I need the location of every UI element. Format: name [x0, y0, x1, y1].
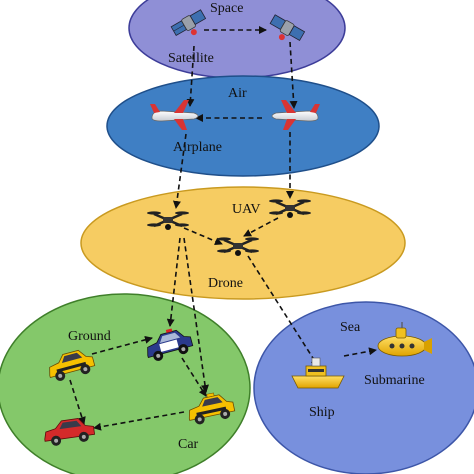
ground-layer: [0, 293, 251, 474]
uav-layer-label: UAV: [232, 202, 261, 217]
link-taxi-to-redcar: [93, 411, 185, 431]
link-drone-to-ship: [247, 255, 319, 367]
submarine-label: Submarine: [364, 373, 425, 388]
drone-icon: [217, 237, 259, 256]
link-satellite-to-airplane-down: [186, 45, 195, 107]
airplane-icon: [271, 100, 320, 130]
car-label: Car: [178, 437, 199, 452]
space-layer-label: Space: [210, 1, 243, 16]
taxi-car-icon: [188, 392, 236, 425]
link-drone-to-ground-car: [166, 237, 181, 327]
drone-label: Drone: [208, 276, 243, 291]
ground-layer-label: Ground: [68, 329, 111, 344]
satellite-icon: [170, 9, 207, 37]
communication-links: [69, 26, 377, 431]
drone-icon: [269, 199, 311, 218]
link-drone-to-taxi: [183, 237, 209, 393]
air-layer: [106, 75, 380, 177]
satellite-label: Satellite: [168, 51, 214, 66]
link-car-to-redcar: [69, 379, 86, 425]
taxi-car-icon: [49, 349, 96, 381]
drone-icon: [147, 211, 189, 230]
sea-layer-label: Sea: [340, 320, 361, 335]
sea-layer: [253, 301, 474, 474]
airplane-label: Airplane: [173, 140, 222, 155]
police-car-icon: [147, 328, 194, 361]
submarine-icon: [377, 322, 432, 357]
airplane-icon: [150, 100, 199, 130]
ship-label: Ship: [309, 405, 335, 420]
link-ship-to-submarine: [343, 347, 377, 357]
link-uav-to-uav: [243, 217, 279, 237]
ship-icon: [291, 357, 345, 389]
link-drone-to-drone: [183, 227, 223, 245]
link-satellite-to-airplane: [289, 41, 298, 109]
link-car-to-police: [91, 335, 153, 355]
air-layer-label: Air: [228, 86, 247, 101]
red-car-icon: [44, 418, 96, 446]
link-airplane-to-drone: [172, 133, 187, 209]
link-police-to-taxi: [181, 357, 207, 397]
satellite-icon: [269, 14, 306, 42]
